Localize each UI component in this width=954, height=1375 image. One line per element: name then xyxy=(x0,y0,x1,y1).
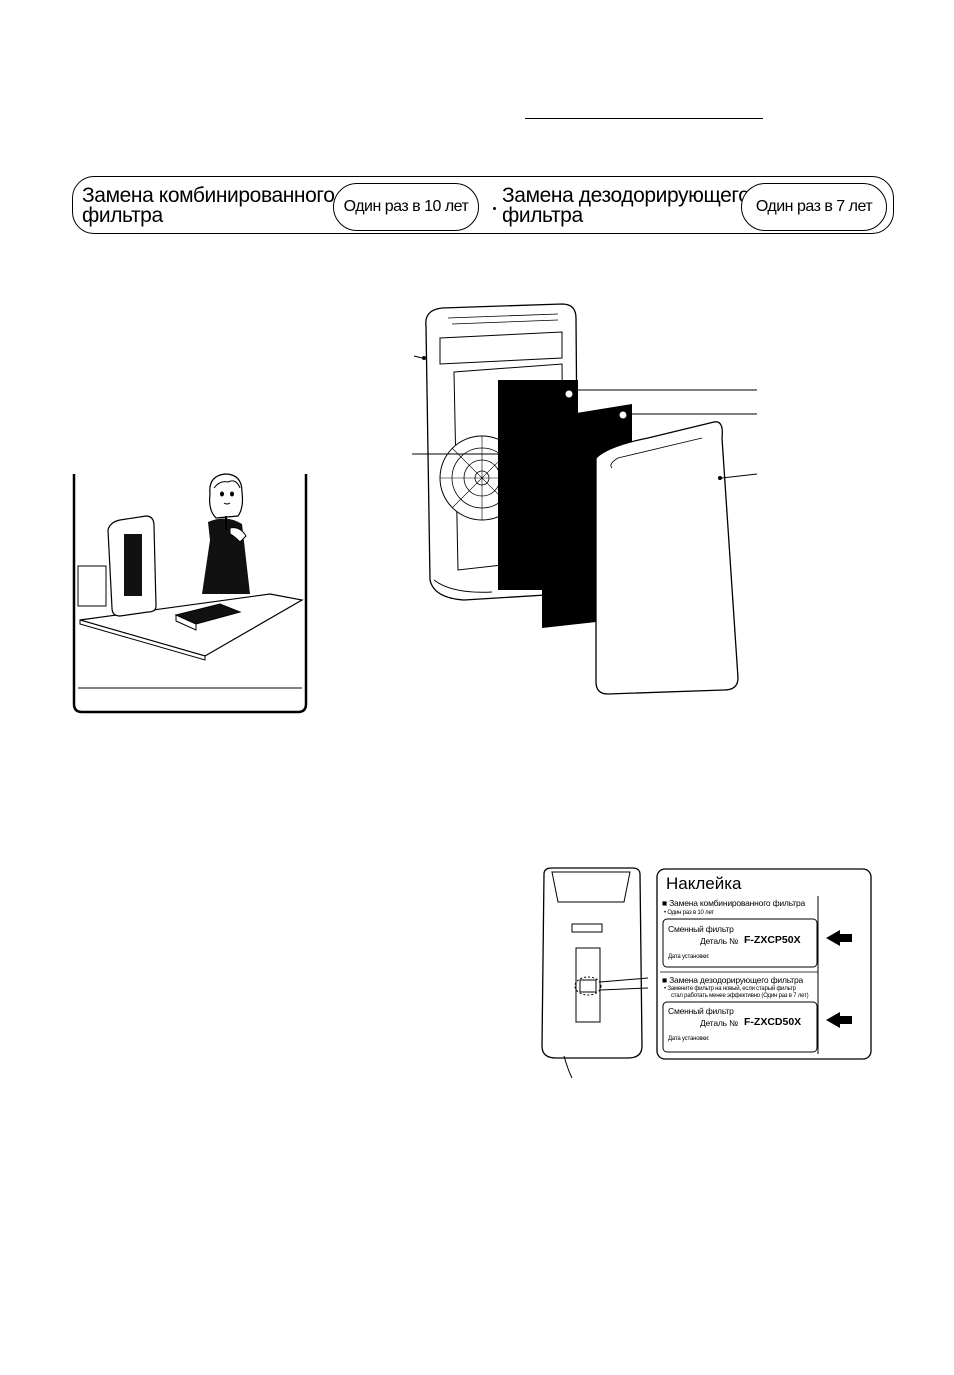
purifier-back-view xyxy=(541,867,648,1079)
sticker-combined-part-code: F-ZXCP50X xyxy=(744,934,801,946)
sticker-combined-part-label: Деталь № xyxy=(700,936,738,946)
sticker-deodorizing-install-date: Дата установки: xyxy=(668,1036,710,1042)
arrow-left-icon xyxy=(826,930,852,946)
deodorizing-filter-title: Замена дезодорирующего фильтра xyxy=(502,184,750,227)
sticker-combined-heading: ■ Замена комбинированного фильтра xyxy=(662,898,806,908)
filter-schedule-banner xyxy=(72,176,894,234)
sticker-deodorizing-note-2: стал работать менее эффективно (Один раз… xyxy=(671,993,809,999)
combined-interval-pill: Один раз в 10 лет xyxy=(333,183,479,231)
deodorizing-interval-pill: Один раз в 7 лет xyxy=(741,183,887,231)
sticker-deodorizing-note: • Замените фильтр на новый, если старый … xyxy=(664,986,796,992)
sticker-deodorizing-replacement-label: Сменный фильтр xyxy=(668,1006,734,1016)
sticker-combined-install-date: Дата установки: xyxy=(668,954,710,960)
combined-interval-text: Один раз в 10 лет xyxy=(343,198,469,215)
sticker-deodorizing-part-code: F-ZXCD50X xyxy=(744,1016,802,1028)
sticker-combined-replacement-label: Сменный фильтр xyxy=(668,924,734,934)
combined-filter-title: Замена комбинированного фильтра xyxy=(82,184,335,227)
sticker-deodorizing-part-label: Деталь № xyxy=(700,1018,738,1028)
sticker-combined-note: • Один раз в 10 лет xyxy=(664,910,714,916)
filter-table-illustration xyxy=(72,473,308,714)
sticker-title: Наклейка xyxy=(666,874,742,893)
sticker-deodorizing-heading: ■ Замена дезодорирующего фильтра xyxy=(662,975,804,985)
bullet-dot xyxy=(493,207,496,210)
deodorizing-interval-text: Один раз в 7 лет xyxy=(755,198,873,215)
header-rule xyxy=(525,118,763,119)
arrow-left-icon xyxy=(826,1012,852,1028)
purifier-exploded-diagram xyxy=(412,303,758,695)
sticker-frame xyxy=(656,868,872,1060)
